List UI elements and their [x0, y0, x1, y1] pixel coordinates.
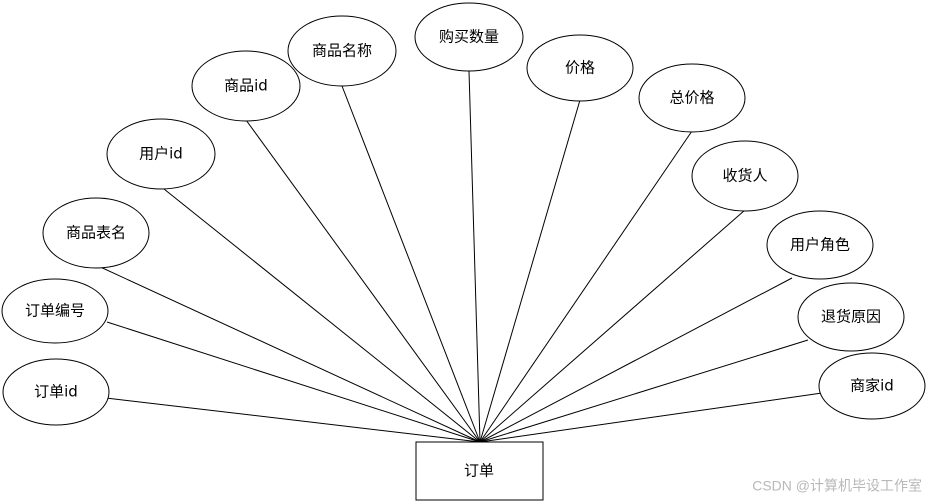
attribute-ellipse: [638, 63, 746, 133]
attribute-label: 购买数量: [439, 28, 499, 46]
attribute-ellipse: [2, 358, 110, 426]
attribute-label: 商品id: [224, 77, 268, 95]
edge-attr-6: [468, 70, 481, 443]
watermark: CSDN @计算机毕设工作室: [752, 478, 922, 494]
attribute-node: 商品名称: [287, 15, 397, 87]
attribute-node: 商品id: [191, 50, 301, 122]
attribute-label: 商家id: [850, 377, 894, 395]
attribute-ellipse: [818, 352, 926, 420]
attribute-ellipse: [1, 278, 109, 344]
attribute-node: 订单id: [2, 358, 110, 426]
edge-attr-10: [479, 277, 793, 443]
attribute-node: 退货原因: [797, 282, 905, 352]
attribute-node: 总价格: [638, 63, 746, 133]
attribute-node: 商品表名: [42, 197, 150, 269]
edge-attr-0: [105, 397, 481, 443]
edge-attr-5: [341, 85, 481, 443]
edge-attr-4: [245, 119, 481, 443]
edges: [95, 70, 823, 443]
entity-label: 订单: [464, 462, 494, 480]
attribute-label: 订单编号: [25, 302, 85, 320]
edge-attr-8: [479, 130, 693, 443]
attribute-label: 用户id: [139, 145, 183, 163]
attribute-node: 收货人: [691, 140, 799, 212]
attribute-node: 订单编号: [1, 278, 109, 344]
entity-rect: [415, 441, 544, 501]
attribute-ellipse: [287, 15, 397, 87]
attribute-ellipse: [42, 197, 150, 269]
attribute-node: 价格: [526, 34, 634, 102]
edge-attr-9: [479, 209, 746, 443]
edge-attr-2: [95, 264, 481, 443]
attribute-ellipse: [526, 34, 634, 102]
edge-attr-1: [106, 321, 481, 443]
entity-node: 订单: [415, 441, 544, 501]
attribute-label: 用户角色: [790, 236, 850, 254]
attribute-label: 商品表名: [66, 224, 126, 242]
attribute-node: 购买数量: [414, 2, 524, 72]
attribute-label: 商品名称: [312, 42, 372, 60]
edge-attr-3: [163, 188, 481, 443]
attribute-nodes: 订单id 订单编号 商品表名 用户id 商品id 商品名称 购买数量 价格: [1, 2, 926, 426]
attribute-node: 商家id: [818, 352, 926, 420]
attribute-label: 退货原因: [821, 308, 881, 326]
edge-attr-7: [479, 99, 581, 443]
attribute-ellipse: [691, 140, 799, 212]
attribute-node: 用户id: [106, 118, 216, 190]
attribute-label: 收货人: [722, 167, 767, 185]
edge-attr-11: [479, 339, 809, 443]
attribute-label: 总价格: [669, 89, 714, 107]
attribute-ellipse: [191, 50, 301, 122]
attribute-ellipse: [797, 282, 905, 352]
attribute-label: 订单id: [34, 383, 78, 401]
attribute-ellipse: [106, 118, 216, 190]
attribute-ellipse: [414, 2, 524, 72]
attribute-label: 价格: [565, 59, 595, 77]
edge-attr-12: [479, 392, 823, 443]
attribute-ellipse: [766, 210, 874, 280]
attribute-node: 用户角色: [766, 210, 874, 280]
